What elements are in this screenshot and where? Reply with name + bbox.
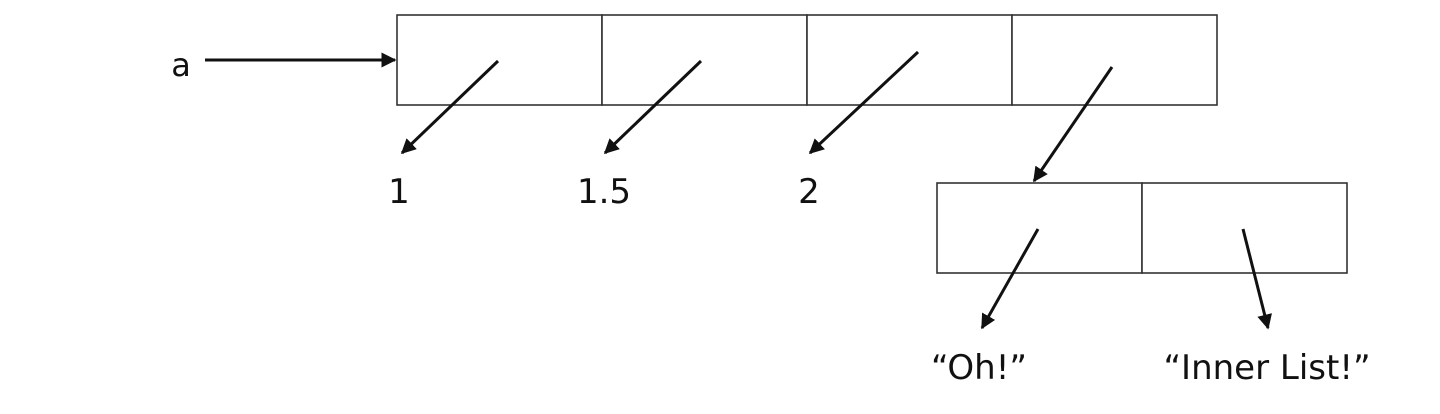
outer-cell-0-arrow <box>400 59 500 155</box>
outer-value-1: 1.5 <box>577 172 631 212</box>
outer-list-cell-3 <box>1011 14 1218 106</box>
inner-cell-0-arrow <box>980 228 1040 330</box>
outer-cell-3-arrow <box>1032 66 1114 183</box>
outer-list-cell-0 <box>396 14 603 106</box>
inner-list <box>936 182 1348 274</box>
variable-label-a: a <box>171 46 191 84</box>
inner-list-cell-0 <box>936 182 1143 274</box>
inner-value-0: “Oh!” <box>931 348 1027 388</box>
outer-value-0: 1 <box>388 172 410 212</box>
outer-value-2: 2 <box>798 172 820 212</box>
inner-value-1: “Inner List!” <box>1163 348 1370 388</box>
inner-list-cell-1 <box>1141 182 1348 274</box>
outer-list-cell-1 <box>601 14 808 106</box>
outer-cell-2-arrow <box>808 50 920 155</box>
inner-cell-1-arrow <box>1241 228 1272 330</box>
outer-cell-1-arrow <box>603 59 703 155</box>
